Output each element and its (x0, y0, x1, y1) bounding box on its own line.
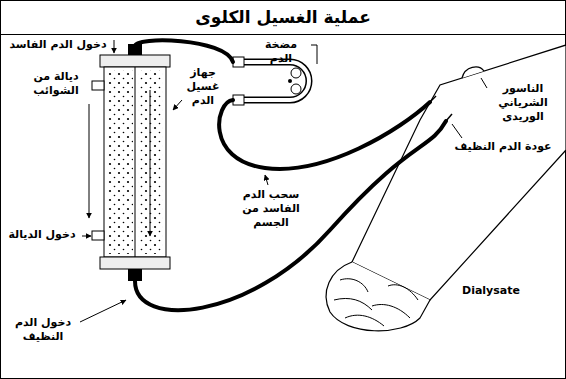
pump-label: مضخة الدم (252, 38, 310, 66)
blood-tubes (135, 40, 446, 310)
outlet-label: ديالة من الشوائب (26, 70, 86, 98)
clean-blood-label: دخول الدم النظيف (6, 316, 80, 344)
fistula-label: الناسور الشرياني الوريدى (484, 82, 562, 124)
dialysate-in-label: دخول الديالة (2, 228, 82, 242)
needle (430, 96, 436, 102)
return-label: عودة الدم النظيف (452, 140, 554, 154)
dialysate-label: Dialysate (455, 284, 527, 298)
dialyzer-label: جهاز غسيل الدم (174, 66, 232, 108)
dialyzer (89, 44, 170, 281)
title: عملية الغسيل الكلوى (0, 0, 566, 34)
withdraw-label: سحب الدم الفاسد من الجسم (236, 188, 306, 230)
needle (446, 114, 452, 121)
title-rule (0, 34, 566, 35)
leader-lines (80, 40, 487, 322)
arm (326, 45, 566, 331)
fistula-bump (462, 67, 484, 78)
inlet-label: دخول الدم الفاسد (8, 38, 108, 52)
